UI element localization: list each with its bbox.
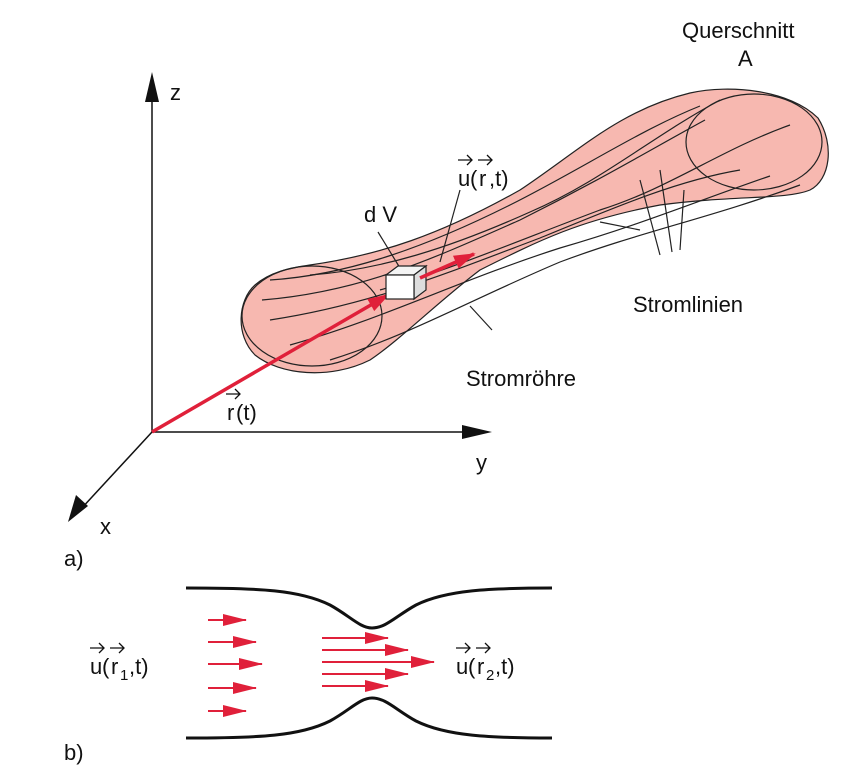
panel-b-label: b) xyxy=(64,740,84,765)
x-axis-label: x xyxy=(100,514,111,539)
vector-arrow-throat-u xyxy=(456,642,471,654)
velocity-vector-u xyxy=(419,252,476,280)
streamline xyxy=(289,175,771,346)
throat-subscript: 2 xyxy=(486,667,494,684)
y-axis-label: y xyxy=(476,450,487,475)
panel-a-label: a) xyxy=(64,546,84,571)
inlet-paren: ( xyxy=(102,654,110,679)
vector-arrow-r xyxy=(478,154,493,166)
nozzle-top-wall xyxy=(185,586,553,630)
cross-section-label-line1: Querschnitt xyxy=(682,18,795,43)
stromlinien-pointer xyxy=(679,189,685,251)
vector-arrow-throat-r xyxy=(476,642,491,654)
inlet-u-symbol: u xyxy=(90,654,102,679)
streamline xyxy=(269,105,701,281)
dv-pointer xyxy=(377,231,401,269)
streamlines-group xyxy=(261,99,801,361)
inlet-r-symbol: r xyxy=(111,654,118,679)
inlet-subscript: 1 xyxy=(120,667,128,684)
streamline xyxy=(269,169,741,321)
stromlinien-pointer xyxy=(599,221,641,231)
inlet-velocity-label: u ( r 1 ,t) xyxy=(90,642,149,684)
position-t-symbol: (t) xyxy=(236,400,257,425)
cross-section-label-line2: A xyxy=(738,46,753,71)
nozzle-bottom-wall xyxy=(185,696,553,740)
velocity-paren: ( xyxy=(470,166,478,191)
velocity-label: u ( r ,t) xyxy=(458,154,509,191)
vector-arrow-u xyxy=(458,154,473,166)
throat-u-symbol: u xyxy=(456,654,468,679)
position-label: r (t) xyxy=(226,388,257,425)
stream-tube-label: Stromröhre xyxy=(466,366,576,391)
position-r-symbol: r xyxy=(227,400,234,425)
inlet-t-symbol: ,t) xyxy=(129,654,149,679)
vector-arrow-inlet-r xyxy=(110,642,125,654)
throat-velocity-label: u ( r 2 ,t) xyxy=(456,642,515,684)
velocity-t-symbol: ,t) xyxy=(489,166,509,191)
streamline xyxy=(329,184,801,361)
stromlinien-pointer xyxy=(639,179,661,256)
throat-paren: ( xyxy=(468,654,476,679)
velocity-u-symbol: u xyxy=(458,166,470,191)
streamline xyxy=(379,124,791,291)
velocity-r-symbol: r xyxy=(479,166,486,191)
streamline xyxy=(261,119,706,301)
stromlinien-pointer xyxy=(659,169,673,253)
nozzle xyxy=(185,586,553,740)
throat-t-symbol: ,t) xyxy=(495,654,515,679)
streamlines-label: Stromlinien xyxy=(633,292,743,317)
vector-arrow-inlet-u xyxy=(90,642,105,654)
left-cross-section xyxy=(241,265,383,367)
throat-velocity-arrows xyxy=(322,632,435,692)
volume-element-cube xyxy=(384,264,428,301)
streamline xyxy=(309,99,721,276)
stromroehre-pointer xyxy=(469,305,493,331)
vector-arrow-position xyxy=(226,388,241,400)
position-vector-r xyxy=(151,293,390,434)
z-axis-label: z xyxy=(170,80,181,105)
volume-element-label: d V xyxy=(364,202,397,227)
coordinate-axes xyxy=(68,72,492,522)
x-axis xyxy=(79,431,153,511)
u-pointer xyxy=(439,189,461,263)
throat-r-symbol: r xyxy=(477,654,484,679)
inlet-velocity-arrows xyxy=(208,614,263,717)
right-cross-section xyxy=(685,93,823,191)
